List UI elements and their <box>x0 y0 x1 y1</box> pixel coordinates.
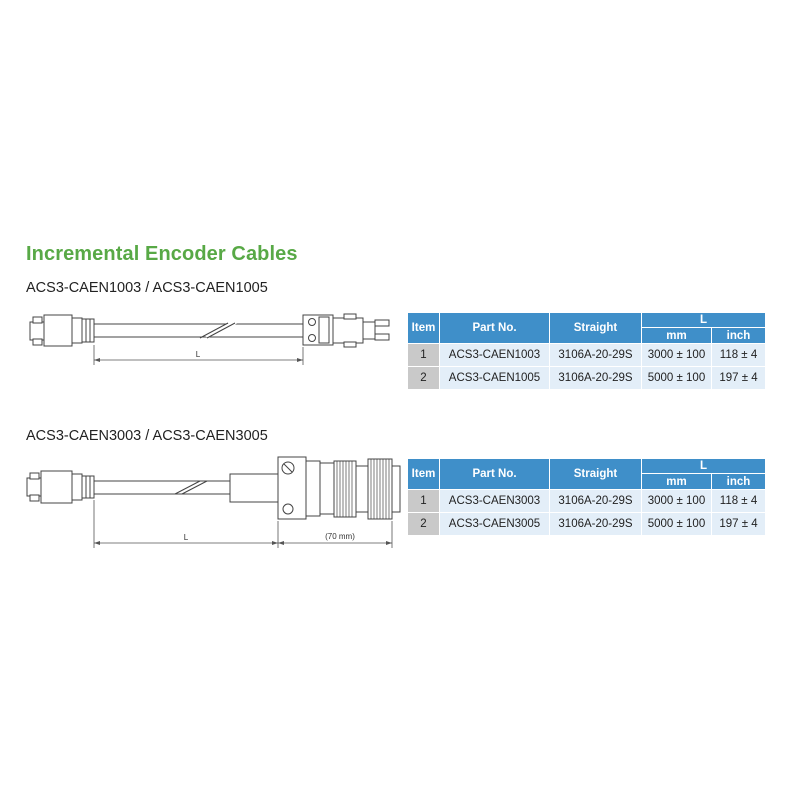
length-inch-cell: 118 ± 4 <box>712 344 765 366</box>
header-inch: inch <box>712 328 765 343</box>
header-mm: mm <box>642 474 711 489</box>
table-row: 2 ACS3-CAEN3005 3106A-20-29S 5000 ± 100 … <box>408 513 765 535</box>
straight-cell: 3106A-20-29S <box>550 513 641 535</box>
header-part-no: Part No. <box>440 459 549 489</box>
header-length: L <box>642 459 765 473</box>
section-title: Incremental Encoder Cables <box>26 243 298 265</box>
part-no-cell: ACS3-CAEN1003 <box>440 344 549 366</box>
header-mm: mm <box>642 328 711 343</box>
part-no-cell: ACS3-CAEN1005 <box>440 367 549 389</box>
header-item: Item <box>408 313 439 343</box>
straight-cell: 3106A-20-29S <box>550 490 641 512</box>
dimension-length-label-1: L <box>196 350 201 359</box>
dimension-connector-label: (70 mm) <box>325 532 355 541</box>
item-cell: 2 <box>408 513 439 535</box>
straight-cell: 3106A-20-29S <box>550 344 641 366</box>
header-straight: Straight <box>550 313 641 343</box>
table-row: 2 ACS3-CAEN1005 3106A-20-29S 5000 ± 100 … <box>408 367 765 389</box>
header-straight: Straight <box>550 459 641 489</box>
item-cell: 2 <box>408 367 439 389</box>
length-mm-cell: 5000 ± 100 <box>642 367 711 389</box>
cable-drawing-1 <box>29 313 390 365</box>
cable-model-heading-2: ACS3-CAEN3003 / ACS3-CAEN3005 <box>26 428 268 444</box>
length-inch-cell: 197 ± 4 <box>712 513 765 535</box>
spec-table-1: Item Part No. Straight L mm inch 1 ACS3-… <box>407 312 766 390</box>
table-row: 1 ACS3-CAEN3003 3106A-20-29S 3000 ± 100 … <box>408 490 765 512</box>
item-cell: 1 <box>408 490 439 512</box>
length-inch-cell: 197 ± 4 <box>712 367 765 389</box>
dimension-length-label-2: L <box>184 533 189 542</box>
header-part-no: Part No. <box>440 313 549 343</box>
header-item: Item <box>408 459 439 489</box>
spec-table-2: Item Part No. Straight L mm inch 1 ACS3-… <box>407 458 766 536</box>
length-inch-cell: 118 ± 4 <box>712 490 765 512</box>
table-row: 1 ACS3-CAEN1003 3106A-20-29S 3000 ± 100 … <box>408 344 765 366</box>
header-length: L <box>642 313 765 327</box>
cable-model-heading-1: ACS3-CAEN1003 / ACS3-CAEN1005 <box>26 280 268 296</box>
cable-drawing-2 <box>26 456 401 548</box>
part-no-cell: ACS3-CAEN3003 <box>440 490 549 512</box>
header-inch: inch <box>712 474 765 489</box>
item-cell: 1 <box>408 344 439 366</box>
length-mm-cell: 3000 ± 100 <box>642 490 711 512</box>
length-mm-cell: 5000 ± 100 <box>642 513 711 535</box>
straight-cell: 3106A-20-29S <box>550 367 641 389</box>
part-no-cell: ACS3-CAEN3005 <box>440 513 549 535</box>
length-mm-cell: 3000 ± 100 <box>642 344 711 366</box>
